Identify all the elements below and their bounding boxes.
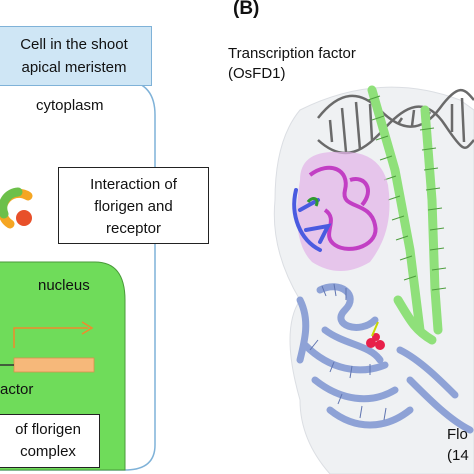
- complex-line-1: of florigen: [15, 421, 81, 438]
- ligand-spheres: [366, 333, 385, 350]
- tf-line-2: (OsFD1): [228, 65, 286, 82]
- interaction-line-3: receptor: [105, 220, 162, 237]
- green-helices: [367, 85, 443, 345]
- complex-line-2: complex: [20, 443, 76, 460]
- receptor-domain: [296, 151, 390, 271]
- florigen-line-2: (14: [447, 447, 469, 464]
- florigen-partner-protein: [296, 283, 474, 434]
- green-ligand-loop: [306, 197, 319, 207]
- transcription-arrow: [13, 321, 94, 348]
- florigen-domain: [292, 188, 332, 252]
- factor-label: actor: [0, 381, 34, 398]
- cytoplasm-label: cytoplasm: [36, 97, 104, 114]
- interaction-box: Interaction of florigen and receptor: [58, 167, 209, 244]
- florigen-receptor-icon: [0, 187, 33, 229]
- tf-line-1: Transcription factor: [228, 45, 356, 62]
- florigen-line-1: Flo: [447, 426, 468, 443]
- interaction-line-2: florigen and: [94, 198, 173, 215]
- cell-title-box: Cell in the shoot apical meristem: [0, 26, 152, 86]
- cell-title-line-2: apical meristem: [21, 59, 127, 76]
- cell-title-line-1: Cell in the shoot: [20, 36, 128, 53]
- nucleus-label: nucleus: [38, 277, 90, 294]
- panel-label: (B): [233, 0, 260, 19]
- complex-box: of florigen complex: [0, 414, 100, 468]
- transcription-factor-label: Transcription factor (OsFD1): [228, 44, 356, 84]
- florigen-label-fragment: Flo (14: [447, 424, 469, 466]
- interaction-line-1: Interaction of: [90, 176, 177, 193]
